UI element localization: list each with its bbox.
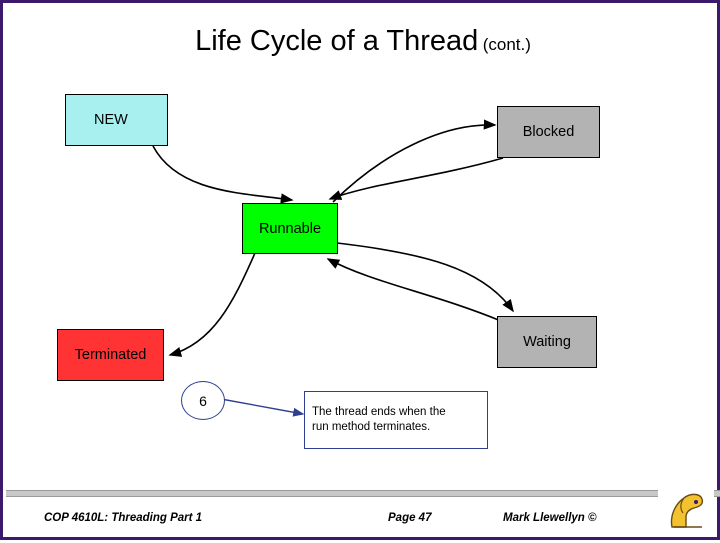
slide-footer: COP 4610L: Threading Part 1 Page 47 Mark… <box>6 500 720 540</box>
footer-page-label: Page 47 <box>388 512 432 524</box>
knight-logo-icon <box>658 481 714 537</box>
state-node-waiting: Waiting <box>497 316 597 368</box>
callout-box: The thread ends when the run method term… <box>304 391 488 449</box>
title-main-text: Life Cycle of a Thread <box>195 25 479 57</box>
state-node-terminated-label: Terminated <box>74 347 147 363</box>
state-node-terminated: Terminated <box>57 329 164 381</box>
diagram-arrows <box>152 119 514 417</box>
callout-line-1: The thread ends when the <box>312 406 446 418</box>
step-marker-label: 6 <box>199 392 207 409</box>
state-node-runnable-label: Runnable <box>258 220 322 237</box>
footer-author-label: Mark Llewellyn © <box>503 512 597 524</box>
state-node-blocked-label: Blocked <box>522 124 575 140</box>
thread-lifecycle-diagram: NEW Blocked Runnable Waiting Terminated … <box>3 3 720 543</box>
footer-divider <box>6 490 720 497</box>
step-marker-badge: 6 <box>181 381 225 420</box>
state-node-waiting-label: Waiting <box>523 334 571 350</box>
state-node-blocked: Blocked <box>497 106 600 158</box>
footer-course-label: COP 4610L: Threading Part 1 <box>44 512 203 524</box>
callout-line-2: run method terminates. <box>312 421 431 433</box>
state-node-new-label: NEW <box>94 112 128 128</box>
state-node-new: NEW <box>65 94 168 146</box>
page-title: Life Cycle of a Thread (cont.) <box>3 25 720 58</box>
title-suffix-text: (cont.) <box>482 35 531 54</box>
state-node-runnable: Runnable <box>242 203 338 254</box>
